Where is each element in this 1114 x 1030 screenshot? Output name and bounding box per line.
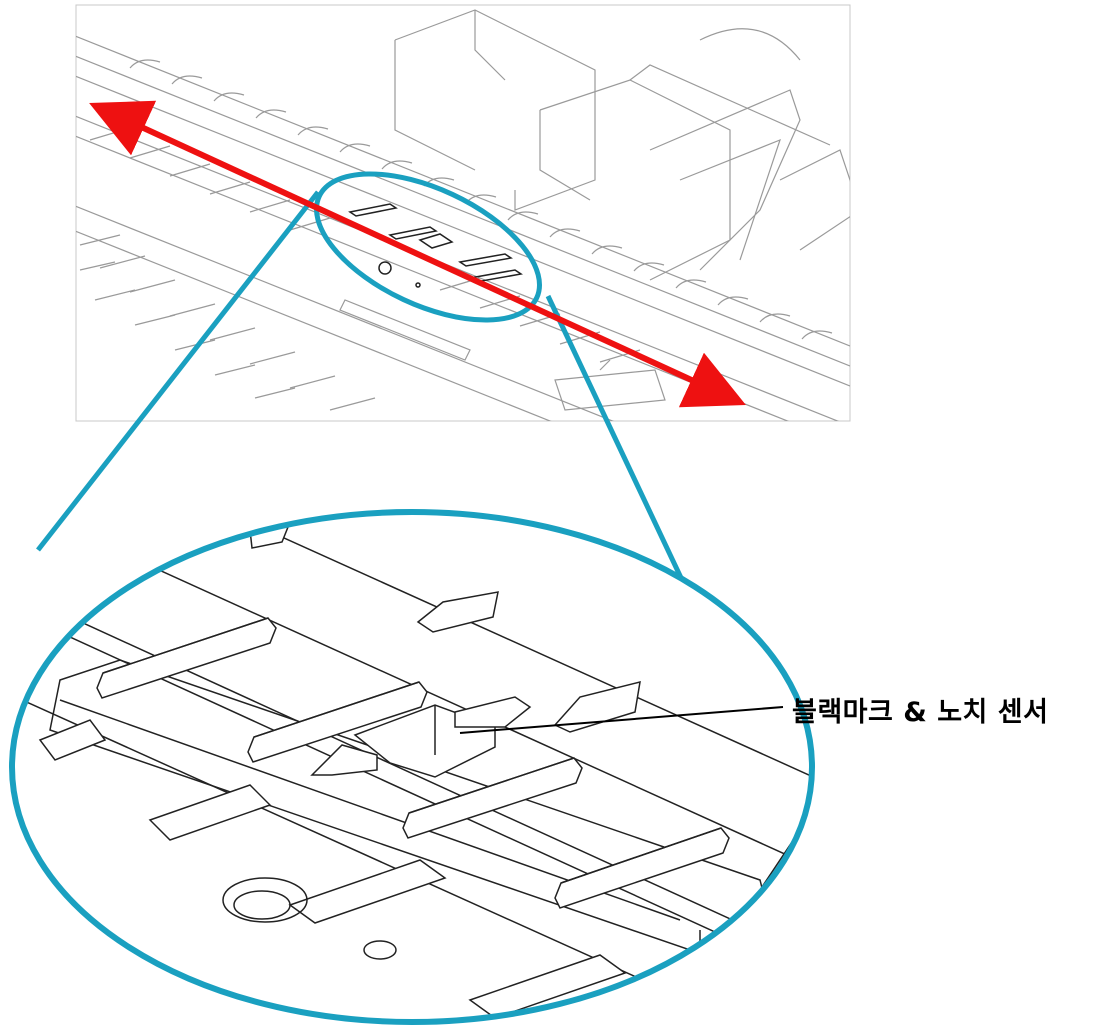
wedge-marker xyxy=(454,696,532,728)
ridge-bar xyxy=(554,827,730,909)
magnified-detail xyxy=(9,509,815,1025)
guide-bar xyxy=(416,591,499,633)
magnifier-ellipse-icon xyxy=(9,509,815,1025)
guide-bar xyxy=(553,680,641,733)
double-headed-arrow-icon xyxy=(89,100,746,408)
sensor-callout-label: 블랙마크 & 노치 센서 xyxy=(792,697,1049,728)
callout-leader-line xyxy=(459,706,784,734)
ridge-bar xyxy=(247,681,428,763)
wedge-marker xyxy=(310,744,378,776)
ridge-bar xyxy=(402,757,583,839)
ridge-bar xyxy=(96,617,277,699)
overview-drawing xyxy=(75,4,851,422)
sensor-window xyxy=(310,696,532,778)
